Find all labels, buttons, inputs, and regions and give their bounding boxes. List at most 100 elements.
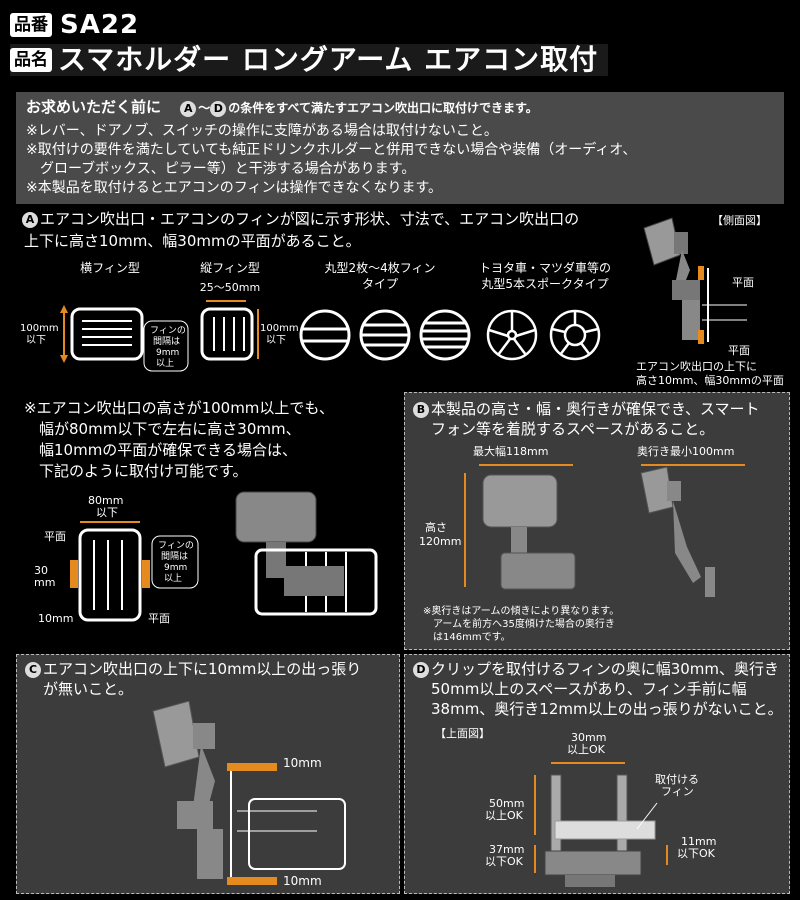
section-a-diagrams: 100mm 以下 フィンの 間隔は 9mm 以上 100mm 以下 (20, 300, 601, 372)
section-b-text1: 本製品の高さ・幅・奥行きが確保でき、スマート (431, 400, 760, 418)
side-flat-bottom: 平面 (728, 344, 750, 357)
section-b-badge: B (413, 401, 429, 418)
d-d11-2: 以下OK (677, 847, 715, 860)
d-d50-1: 50mm (489, 797, 525, 810)
section-a-text1: エアコン吹出口・エアコンのフィンが図に示す形状、寸法で、エアコン吹出口の (40, 210, 580, 228)
min-depth-label: 奥行き最小100mm (637, 445, 735, 458)
a2-line: 下記のように取付け可能です。 (24, 462, 248, 480)
round-vent-2 (299, 309, 351, 361)
section-c-text2: が無いこと。 (43, 680, 134, 698)
b-note-2: アームを前方へ35度傾けた場合の奥行き (433, 619, 615, 630)
spoke-vent-2 (549, 309, 601, 361)
d-d11-1: 11mm (681, 835, 717, 848)
note-line: グローブボックス、ピラー等）と干渉する場合があります。 (26, 161, 416, 177)
section-d-text1: クリップを取付けるフィンの奥に幅30mm、奥行き (431, 660, 780, 678)
fin-gap-3: 9mm (156, 348, 179, 358)
section-c-text1: エアコン吹出口の上下に10mm以上の出っ張り (43, 660, 362, 678)
spoke-vent-1 (486, 309, 538, 361)
d-w30-1: 30mm (571, 731, 607, 744)
conditions-heading-label: お求めいただく前に (26, 98, 162, 116)
type-spoke-label1: トヨタ車・マツダ車等の (478, 261, 611, 275)
section-d-text3: 38mm、奥行き12mm以上の出っ張りがないこと。 (431, 700, 783, 718)
section-d-badge: D (413, 661, 429, 678)
fin-gap-2: 間隔は (153, 336, 180, 347)
product-code: SA22 (60, 10, 140, 40)
section-a2-diagram: 80mm 以下 平面 30 mm 10mm 平面 フィンの 間隔は 9mm 以上 (34, 491, 378, 625)
product-name: スマホルダー ロングアーム エアコン取付 (58, 43, 599, 76)
d-fin-label-1: 取付ける (655, 773, 699, 786)
section-a-text2: 上下に高さ10mm、幅30mmの平面があること。 (24, 232, 361, 250)
a2-fin-gap-2: 間隔は (161, 551, 188, 562)
vertical-fin-vent (200, 307, 254, 361)
horizontal-fin-vent (70, 307, 144, 361)
c-dim-top: 10mm (283, 756, 322, 770)
dim-left-1: 100mm (20, 323, 59, 334)
a2-fin-gap-1: フィンの (158, 541, 194, 551)
side-view: 【側面図】 平面 平面 エアコン吹出口の上下に 高さ10mm、幅30mmの平面 (632, 210, 792, 390)
d-fin-label-2: フィン (661, 785, 694, 798)
a2-dim-w2: 以下 (96, 506, 118, 519)
a2-flat-bottom: 平面 (148, 612, 170, 625)
note-line: ※レバー、ドアノブ、スイッチの操作に支障がある場合は取付けないこと。 (26, 123, 498, 139)
fin-gap-4: 以上 (156, 358, 174, 369)
type-vertical-dim: 25〜50mm (199, 281, 261, 294)
section-b-notes: ※奥行きはアームの傾きにより異なります。 アームを前方へ35度傾けた場合の奥行き… (423, 605, 619, 644)
conditions-notes: ※レバー、ドアノブ、スイッチの操作に支障がある場合は取付けないこと。 ※取付けの… (26, 122, 636, 198)
b-note-3: は146mmです。 (433, 632, 511, 643)
note-line: ※本製品を取付けるとエアコンのフィンは操作できなくなります。 (26, 180, 443, 196)
a2-fin-gap-4: 以上 (164, 573, 182, 584)
d-w30-2: 以上OK (567, 743, 605, 756)
type-spoke-label2: 丸型5本スポークタイプ (481, 277, 609, 291)
badge-d: D (210, 100, 227, 117)
a2-dim-w1: 80mm (88, 494, 123, 507)
note-line: ※取付けの要件を満たしていても純正ドリンクホルダーと併用できない場合や装備（オー… (26, 142, 637, 158)
side-caption-1: エアコン吹出口の上下に (636, 360, 757, 373)
b-note-1: ※奥行きはアームの傾きにより異なります。 (423, 606, 620, 617)
top-view-title: 【上面図】 (435, 727, 490, 740)
type-horizontal-label: 横フィン型 (80, 261, 140, 275)
side-flat-top: 平面 (732, 276, 754, 289)
a2-line: 幅10mmの平面が確保できる場合は、 (24, 441, 298, 459)
d-d37-1: 37mm (489, 843, 525, 856)
section-b-text2: フォン等を着脱するスペースがあること。 (431, 420, 715, 438)
fin-gap-1: フィンの (150, 326, 186, 336)
type-round-label1: 丸型2枚〜4枚フィン (324, 261, 436, 275)
a2-dim-bottom: 10mm (38, 612, 73, 625)
dim-right-1: 100mm (260, 323, 299, 334)
type-round-label2: タイプ (361, 277, 398, 291)
round-vent-3 (359, 309, 411, 361)
conditions-heading-text: の条件をすべて満たすエアコン吹出口に取付けできます。 (228, 101, 538, 115)
dim-right-2: 以下 (266, 335, 286, 346)
section-c-badge: C (25, 661, 41, 678)
c-dim-bottom: 10mm (283, 874, 322, 888)
section-a2-text: ※エアコン吹出口の高さが100mm以上でも、 幅が80mm以下で左右に高さ30m… (24, 398, 334, 482)
a2-line: 幅が80mm以下で左右に高さ30mm、 (24, 420, 301, 438)
d-d50-2: 以上OK (485, 809, 523, 822)
a2-dim-h1: 30 (34, 564, 48, 577)
a2-dim-h2: mm (34, 576, 55, 589)
product-number-tag: 品番 (10, 13, 52, 37)
height-label-2: 120mm (419, 535, 462, 548)
type-vertical-label: 縦フィン型 (200, 261, 260, 275)
side-caption-2: 高さ10mm、幅30mmの平面 (636, 374, 784, 387)
a2-line: ※エアコン吹出口の高さが100mm以上でも、 (24, 399, 334, 417)
a2-flat-left: 平面 (44, 530, 66, 543)
dim-left-2: 以下 (26, 335, 46, 346)
height-label-1: 高さ (425, 521, 447, 534)
side-view-title: 【側面図】 (712, 214, 767, 227)
product-name-tag: 品名 (10, 48, 52, 72)
section-a-badge: A (22, 211, 38, 228)
round-vent-4 (419, 309, 471, 361)
section-d-text2: 50mm以上のスペースがあり、フィン手前に幅 (431, 680, 747, 698)
badge-a: A (180, 100, 197, 117)
a2-fin-gap-3: 9mm (164, 563, 187, 573)
